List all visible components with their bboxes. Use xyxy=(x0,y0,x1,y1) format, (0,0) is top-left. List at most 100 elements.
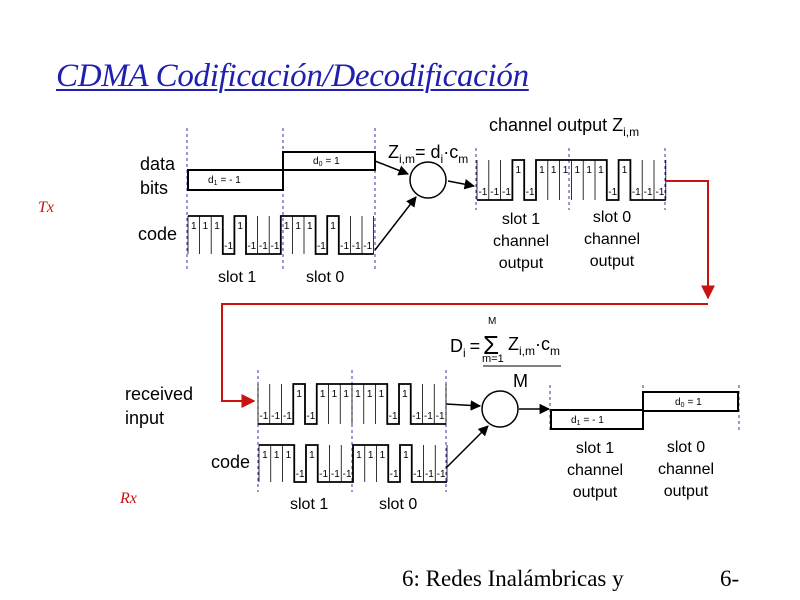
tx-out-chip-label: 1 xyxy=(598,165,604,176)
rx-d0-label: d0= 1 xyxy=(675,397,702,409)
tx-code-chip-label: 1 xyxy=(214,221,220,232)
rx-in-chip-label: -1 xyxy=(424,411,433,422)
tx-code-chip-label: -1 xyxy=(352,241,361,252)
tx-code-chip-label: 1 xyxy=(237,221,243,232)
footer-chapter: 6: Redes Inalámbricas y xyxy=(402,566,624,591)
rx-code-chip-label: -1 xyxy=(425,469,434,480)
tx-out-chip-label: 1 xyxy=(539,165,545,176)
tx-out-chip-label: -1 xyxy=(490,187,499,198)
rx-code-chip-label: 1 xyxy=(403,450,409,461)
rx-in-chip-label: -1 xyxy=(389,411,398,422)
tx-to-rx-arrow-left xyxy=(221,303,708,408)
tx-out-chip-label: -1 xyxy=(526,187,535,198)
tx-out-chip-label: 1 xyxy=(563,165,569,176)
rx-code-chip-label: 1 xyxy=(286,450,292,461)
rx-code-chip-label: 1 xyxy=(380,450,386,461)
tx-mult-to-out-arrow xyxy=(447,179,476,190)
rx-code-chip-label: -1 xyxy=(413,469,422,480)
tx-out-chip-label: 1 xyxy=(516,165,522,176)
rx-code-chip-label: 1 xyxy=(274,450,280,461)
tx-out-chip-label: 1 xyxy=(586,165,592,176)
rx-code-chip-label: -1 xyxy=(390,469,399,480)
rx-code-chip-label: 1 xyxy=(262,450,268,461)
rx-code-label: code xyxy=(211,452,250,472)
rx-formula-term: Zi,m·cm xyxy=(508,334,560,358)
rx-received-label: received xyxy=(125,384,193,404)
tx-code-chip-label: 1 xyxy=(191,221,197,232)
rx-in-chip-label: 1 xyxy=(343,389,349,400)
rx-in-chip-label: 1 xyxy=(402,389,408,400)
rx-slot0-label: slot 0 xyxy=(379,496,417,513)
rx-received-label-2: input xyxy=(125,408,164,428)
tx-channel-output-title: channel output Zi,m xyxy=(489,115,639,139)
tx-data-bits-label: data xyxy=(140,154,176,174)
rx-in-chip-label: -1 xyxy=(283,411,292,422)
rx-code-chip-label: -1 xyxy=(331,469,340,480)
tx-code-chip-label: -1 xyxy=(224,241,233,252)
tx-d0-label: d0= 1 xyxy=(313,156,340,168)
rx-formula-sum: Σ xyxy=(483,330,499,360)
rx-code-chip-label: -1 xyxy=(343,469,352,480)
tx-code-chip-label: -1 xyxy=(271,241,280,252)
tx-code-chip-label: 1 xyxy=(330,221,336,232)
rx-d1-box xyxy=(550,409,644,430)
rx-in-chip-label: -1 xyxy=(436,411,445,422)
rx-formula-sum-bottom: m=1 xyxy=(482,353,504,365)
tx-data-to-mult-arrow xyxy=(374,160,409,176)
tx-d1-box xyxy=(187,169,284,191)
tx-formula: Zi,m= di·cm xyxy=(388,142,468,166)
rx-d0-box xyxy=(642,391,739,412)
tx-code-chip-label: -1 xyxy=(247,241,256,252)
tx-output-guides xyxy=(475,148,666,210)
tx-to-rx-arrow-right xyxy=(666,180,715,300)
rx-formula-denominator: M xyxy=(513,371,528,391)
tx-code-chip-label: 1 xyxy=(307,221,313,232)
rx-in-chip-label: -1 xyxy=(306,411,315,422)
rx-in-chip-label: 1 xyxy=(296,389,302,400)
tx-out-chip-label: 1 xyxy=(551,165,557,176)
tx-out-chip-label: -1 xyxy=(478,187,487,198)
rx-code-chip-label: -1 xyxy=(296,469,305,480)
tx-code-chip-label: -1 xyxy=(317,241,326,252)
page-title: CDMA Codificación/Decodificación xyxy=(56,58,529,94)
tx-code-to-mult-arrow xyxy=(374,196,417,251)
rx-code-chip-label: 1 xyxy=(356,450,362,461)
tx-code-chip-label: -1 xyxy=(363,241,372,252)
tx-code-chip-label: -1 xyxy=(259,241,268,252)
rx-code-chip-label: 1 xyxy=(368,450,374,461)
tx-multiplier xyxy=(409,161,447,199)
rx-in-chip-label: -1 xyxy=(412,411,421,422)
rx-multiplier xyxy=(481,390,519,428)
rx-in-chip-label: -1 xyxy=(271,411,280,422)
rx-in-chip-label: -1 xyxy=(259,411,268,422)
rx-slot1-label: slot 1 xyxy=(290,496,328,513)
tx-out-chip-label: -1 xyxy=(608,187,617,198)
rx-in-chip-label: 1 xyxy=(320,389,326,400)
tx-d1-label: d1= - 1 xyxy=(208,175,241,187)
rx-formula-lhs: Di= xyxy=(450,336,480,360)
footer-page: 6- xyxy=(720,566,740,591)
rx-formula: Di= Σ M m=1 Zi,m·cm M xyxy=(450,316,561,391)
rx-in-chip-label: 1 xyxy=(379,389,385,400)
rx-in-chip-label: 1 xyxy=(367,389,373,400)
rx-side-tag: Rx xyxy=(119,490,137,507)
tx-slot1-label: slot 1 xyxy=(218,269,256,286)
tx-slot0-label: slot 0 xyxy=(306,269,344,286)
tx-code-chip-label: 1 xyxy=(284,221,290,232)
rx-d1-label: d1= - 1 xyxy=(571,415,604,427)
tx-out-chip-label: -1 xyxy=(502,187,511,198)
rx-formula-sum-top: M xyxy=(488,316,496,327)
rx-code-chip-label: 1 xyxy=(309,450,315,461)
rx-in-chip-label: 1 xyxy=(355,389,361,400)
tx-out-chip-label: -1 xyxy=(644,187,653,198)
tx-data-bits-label-2: bits xyxy=(140,178,168,198)
tx-out-chip-label: 1 xyxy=(622,165,628,176)
tx-out-chip-label: 1 xyxy=(575,165,581,176)
